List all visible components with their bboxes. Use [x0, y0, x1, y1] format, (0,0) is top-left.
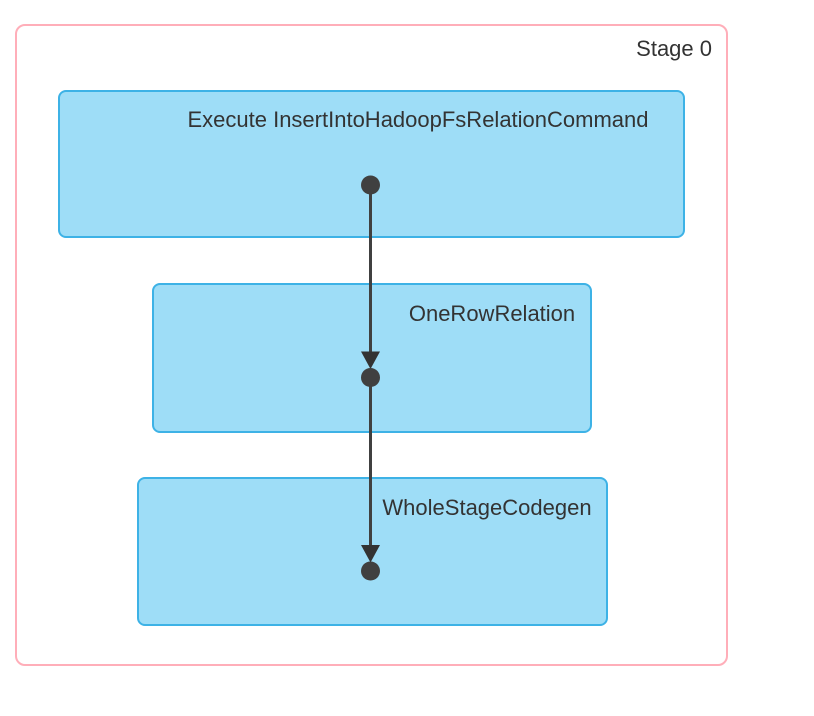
cluster-label-execute-insert-command: Execute InsertIntoHadoopFsRelationComman…	[187, 107, 649, 132]
cluster-label-wholestagecodegen: WholeStageCodegen	[382, 495, 592, 520]
stage-label: Stage 0	[636, 36, 712, 61]
node-dot-wholestagecodegen[interactable]	[361, 561, 380, 581]
cluster-onerowrelation: OneRowRelation	[152, 283, 592, 433]
cluster-label-onerowrelation: OneRowRelation	[408, 301, 576, 326]
node-dot-execute-insert-command[interactable]	[361, 175, 380, 195]
cluster-execute-insert-command: Execute InsertIntoHadoopFsRelationComman…	[58, 90, 685, 238]
node-dot-onerowrelation[interactable]	[361, 368, 380, 387]
cluster-wholestagecodegen: WholeStageCodegen	[137, 477, 608, 626]
